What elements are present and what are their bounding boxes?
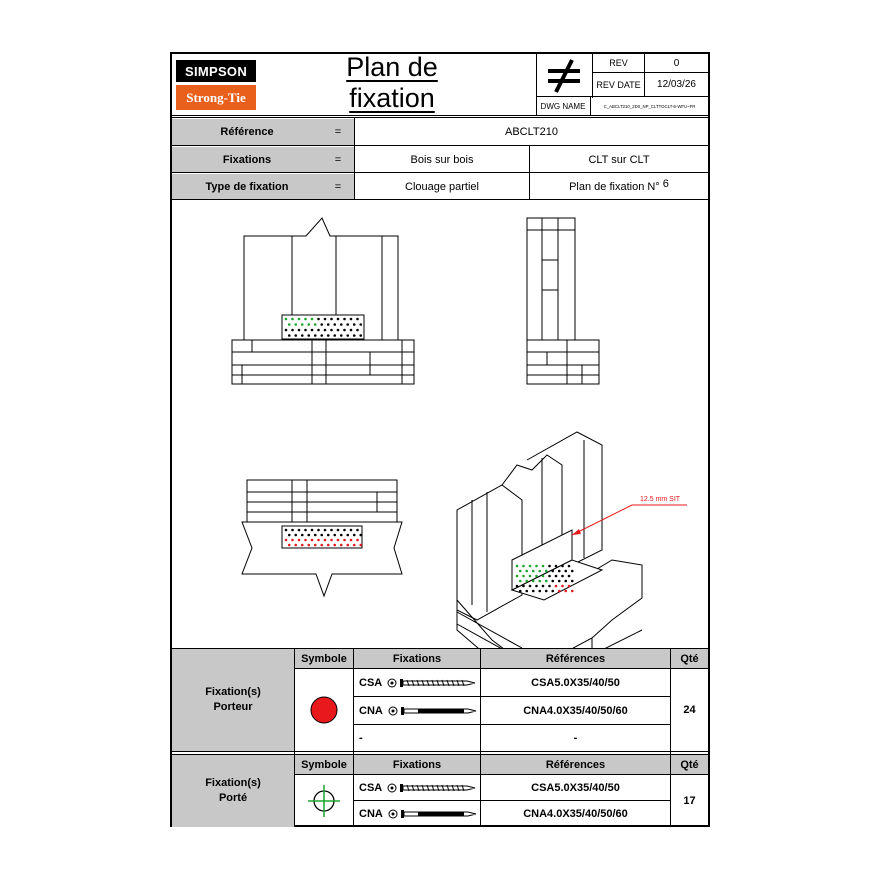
porte-col-qte: Qté <box>671 755 708 774</box>
reference-value: ABCLT210 <box>505 126 558 138</box>
porteur-ref-empty: - <box>573 732 578 744</box>
page-title: Plan de fixation <box>346 52 438 113</box>
sit-annotation: 12.5 mm SIT <box>640 496 681 503</box>
fixations-label: Fixations <box>222 153 272 166</box>
brand-top: SIMPSON <box>176 60 256 82</box>
porte-quantity: 17 <box>683 795 696 807</box>
plate-dots <box>284 317 574 593</box>
rev-date-label: REV DATE <box>596 79 641 90</box>
plan-number-cell: Plan de fixation N° 6 <box>530 174 708 199</box>
porteur-col-fixations: Fixations <box>354 649 480 668</box>
porteur-quantity: 24 <box>683 704 696 716</box>
type-equals: = <box>334 180 342 193</box>
fixations-equals: = <box>334 153 342 166</box>
nail-icon <box>388 706 476 715</box>
porte-col-references: Références <box>481 755 670 774</box>
reference-label: Référence <box>220 126 274 138</box>
porteur-col-symbole: Symbole <box>295 649 353 668</box>
porteur-row-csa: CSA <box>354 669 480 696</box>
porteur-ref-cna: CNA4.0X35/40/50/60 <box>523 704 628 717</box>
title-block <box>172 54 708 116</box>
porteur-ref-csa: CSA5.0X35/40/50 <box>531 676 620 689</box>
porteur-symbol <box>295 669 353 751</box>
screw-icon <box>387 678 476 687</box>
reference-equals: = <box>334 126 342 138</box>
green-crosshair-icon <box>308 785 340 817</box>
isometric-view <box>456 431 643 648</box>
technical-drawing: 12.5 mm SIT <box>231 217 687 648</box>
side-view <box>526 217 600 385</box>
plan-view <box>241 479 403 598</box>
fixations-value-2: CLT sur CLT <box>588 153 650 166</box>
fixation-plan-sheet: SIMPSON Strong-Tie Plan de fixation REV … <box>170 52 710 827</box>
screw-icon <box>387 783 476 792</box>
porte-symbol <box>295 775 353 827</box>
plan-label: Plan de fixation N° <box>569 180 660 193</box>
not-equal-icon <box>536 56 592 96</box>
rev-date-value: 12/03/26 <box>657 79 696 90</box>
porteur-col-qte: Qté <box>671 649 708 668</box>
brand-bottom: Strong-Tie <box>176 85 256 110</box>
porte-col-symbole: Symbole <box>295 755 353 774</box>
porteur-row-empty: - <box>359 732 363 744</box>
dwg-name-label: DWG NAME <box>540 102 586 111</box>
porte-col-fixations: Fixations <box>354 755 480 774</box>
porte-label: Fixation(s) Porté <box>205 777 261 804</box>
porte-row-csa: CSA <box>354 775 480 800</box>
fixations-value-1: Bois sur bois <box>410 153 474 166</box>
rev-label: REV <box>609 58 628 68</box>
porteur-row-cna: CNA <box>354 697 480 724</box>
front-view <box>231 217 415 385</box>
nail-icon <box>388 809 476 819</box>
porte-ref-cna: CNA4.0X35/40/50/60 <box>523 808 628 820</box>
porteur-col-references: Références <box>481 649 670 668</box>
porteur-label: Fixation(s) Porteur <box>205 686 261 713</box>
porte-ref-csa: CSA5.0X35/40/50 <box>531 781 620 794</box>
red-circle-icon <box>310 696 338 724</box>
type-label: Type de fixation <box>205 180 289 193</box>
dwg-name-value: C_ABCLT210_2D0_NP_CLTTOCLT-6-WFU~FR <box>603 104 696 109</box>
type-value: Clouage partiel <box>405 180 479 193</box>
porte-row-cna: CNA <box>354 801 480 827</box>
rev-value: 0 <box>673 57 680 69</box>
brand-logo: SIMPSON Strong-Tie <box>176 60 256 110</box>
plan-number: 6 <box>662 177 669 190</box>
